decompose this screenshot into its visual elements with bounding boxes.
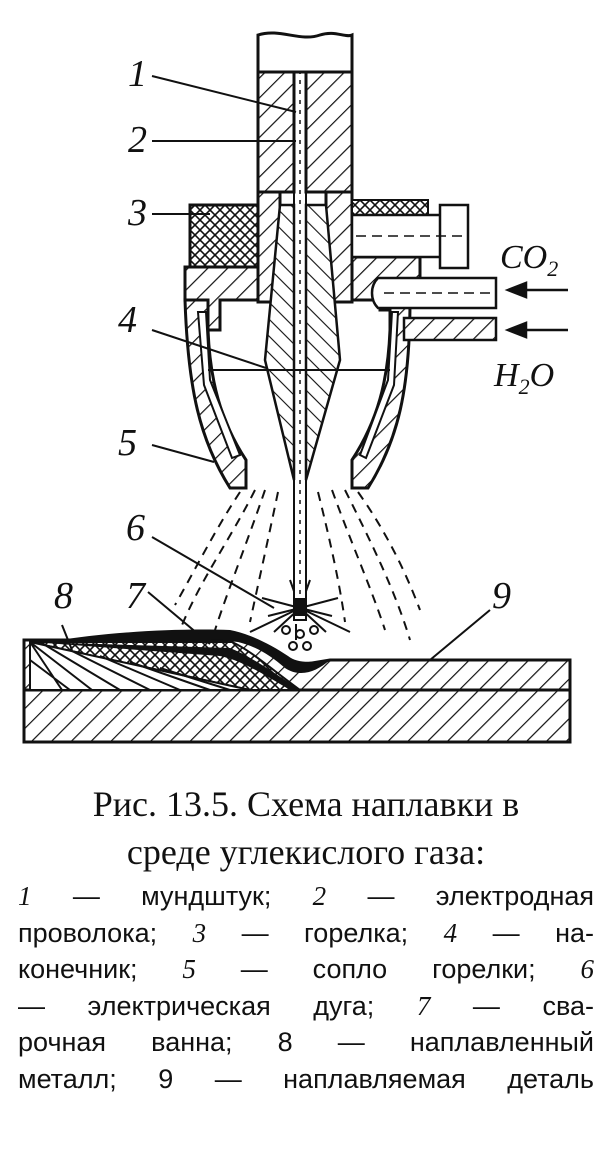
label-7-pool: 7: [126, 575, 147, 617]
legend-number: 1: [18, 881, 32, 911]
weld-pool: [60, 629, 330, 674]
label-3-torch: 3: [127, 192, 147, 234]
legend-text: — на-: [457, 917, 594, 948]
legend-text: — сопло горелки;: [195, 954, 581, 984]
caption-legend-line: — электрическая дуга; 7 — сва-: [18, 988, 594, 1025]
legend-number: 6: [580, 954, 595, 984]
legend-text: конечник;: [18, 954, 183, 984]
legend-number: 2: [312, 881, 327, 911]
legend-number: 5: [182, 954, 196, 984]
label-co2: CO2: [500, 239, 558, 281]
legend-text: — мундштук;: [31, 881, 313, 911]
gas-flow-lines: [174, 489, 421, 641]
legend-number: 3: [192, 917, 207, 948]
legend-text: — горелка;: [206, 917, 444, 948]
inlet-pipes: [350, 203, 498, 342]
weld-pool-wedge: [32, 642, 300, 690]
caption-legend-line: 1 — мундштук; 2 — электродная: [18, 878, 594, 915]
label-h2o: H2O: [493, 357, 554, 399]
legend-text: рочная ванна; 8 — наплавленный: [18, 1027, 594, 1057]
torch-body: [183, 199, 429, 332]
legend-text: — электродная: [326, 881, 594, 911]
label-2-wire: 2: [128, 119, 147, 161]
legend-text: — электрическая дуга;: [18, 990, 417, 1021]
legend-text: — сва-: [430, 990, 594, 1021]
label-9-workpiece: 9: [492, 575, 511, 617]
leader-lines: [61, 75, 491, 661]
caption-title-line-1: Рис. 13.5. Схема наплавки в: [92, 784, 520, 824]
contact-tip: [263, 203, 342, 481]
surfacing-diagram: 1 2 3 4 5 6 7 8 9 CO2 H2O: [22, 31, 572, 744]
gas-arrows: [504, 281, 568, 339]
electrode-wire: [293, 59, 307, 621]
figure-caption: Рис. 13.5. Схема наплавки в среде углеки…: [18, 782, 594, 1097]
label-8-deposit: 8: [54, 575, 73, 617]
caption-legend-line: рочная ванна; 8 — наплавленный: [18, 1024, 594, 1061]
electric-arc: [249, 579, 351, 651]
caption-title-line-2: среде углекислого газа:: [126, 832, 486, 872]
legend-text: металл; 9 — наплавляемая деталь: [18, 1063, 594, 1094]
caption-legend-line: металл; 9 — наплавляемая деталь: [18, 1061, 594, 1098]
label-1-holder: 1: [128, 53, 147, 95]
legend-number: 4: [443, 917, 458, 948]
legend-text: проволока;: [18, 917, 193, 948]
caption-legend-line: проволока; 3 — горелка; 4 — на-: [18, 915, 594, 952]
caption-legend-line: конечник; 5 — сопло горелки; 6: [18, 951, 594, 988]
legend-number: 7: [416, 990, 431, 1021]
label-5-nozzle: 5: [118, 422, 137, 464]
label-4-tip: 4: [118, 299, 137, 341]
label-6-arc: 6: [126, 507, 145, 549]
